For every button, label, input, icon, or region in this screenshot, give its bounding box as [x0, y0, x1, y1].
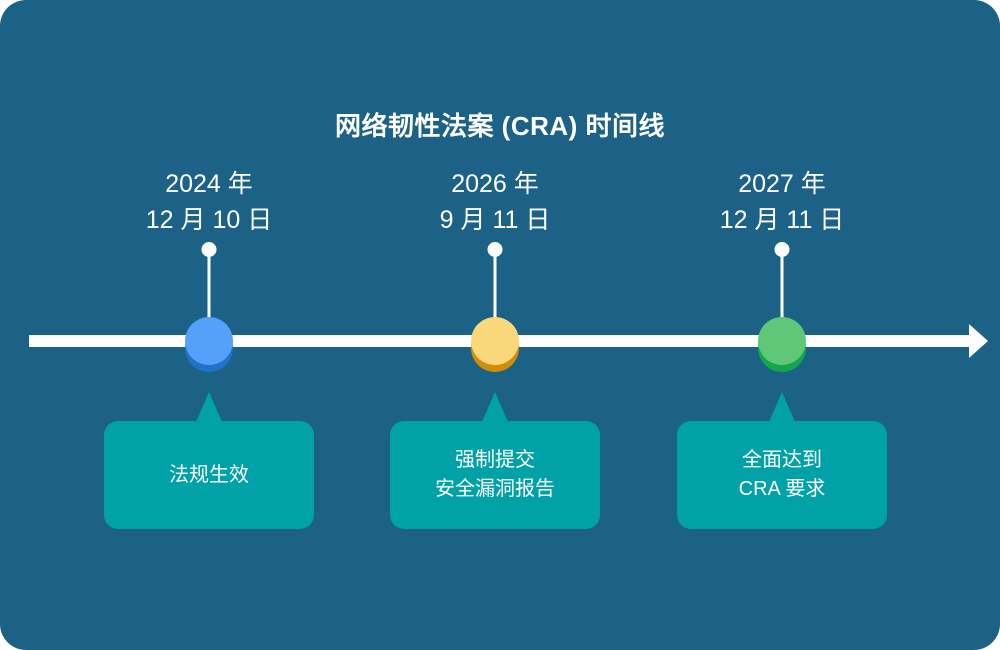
- timeline-arrowhead-icon: [969, 324, 988, 358]
- callout-pointer: [196, 392, 222, 422]
- tick-stem: [207, 252, 211, 332]
- callout-box: 全面达到 CRA 要求: [677, 421, 887, 529]
- date-label: 2026 年 9 月 11 日: [440, 166, 551, 238]
- milestone-dot: [185, 317, 233, 365]
- date-year: 2024 年: [165, 170, 253, 198]
- date-year: 2027 年: [738, 170, 826, 198]
- date-day: 12 月 10 日: [145, 206, 273, 234]
- callout-label: 法规生效: [169, 463, 249, 486]
- tick-dot: [774, 242, 790, 257]
- tick-stem: [780, 252, 784, 332]
- page-title: 网络韧性法案 (CRA) 时间线: [334, 111, 666, 141]
- date-label: 2027 年 12 月 11 日: [720, 166, 845, 238]
- date-day: 9 月 11 日: [439, 206, 551, 234]
- tick-dot: [201, 242, 217, 257]
- date-year: 2026 年: [451, 170, 539, 198]
- callout-pointer: [482, 392, 508, 422]
- callout-label: 强制提交 安全漏洞报告: [435, 449, 555, 500]
- milestone-dot: [758, 317, 806, 365]
- callout-box: 法规生效: [104, 421, 314, 529]
- date-label: 2024 年 12 月 10 日: [146, 166, 272, 238]
- date-day: 12 月 11 日: [719, 206, 845, 234]
- callout-pointer: [769, 392, 795, 422]
- tick-stem: [493, 252, 497, 332]
- tick-dot: [487, 242, 503, 257]
- milestone-dot: [471, 317, 519, 365]
- callout-box: 强制提交 安全漏洞报告: [390, 421, 600, 529]
- callout-label: 全面达到 CRA 要求: [738, 449, 826, 500]
